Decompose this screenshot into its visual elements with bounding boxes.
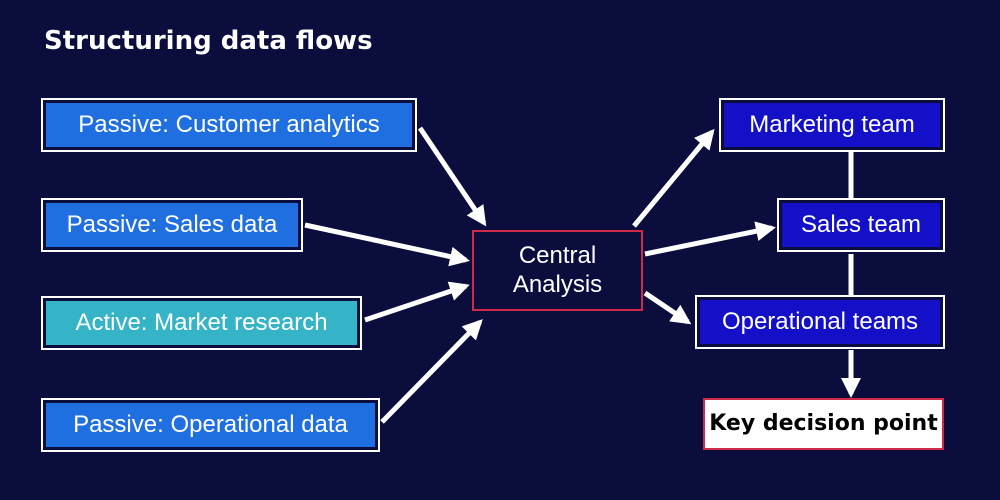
source-sales-data: Passive: Sales data (41, 198, 303, 252)
central-analysis-node: Central Analysis (472, 230, 643, 311)
key-decision-label: Key decision point (709, 410, 938, 436)
arrow-center-to-operational (643, 290, 692, 325)
team-label: Sales team (800, 210, 922, 238)
source-label: Passive: Operational data (73, 410, 348, 438)
page-title: Structuring data flows (44, 26, 373, 56)
arrow-center-to-sales (644, 221, 776, 257)
central-analysis-line2: Analysis (512, 270, 603, 298)
team-label: Operational teams (721, 307, 919, 335)
source-label: Active: Market research (75, 308, 328, 336)
team-operational: Operational teams (695, 295, 945, 349)
source-operational-data: Passive: Operational data (41, 398, 380, 452)
key-decision-point: Key decision point (703, 398, 944, 450)
arrow-operational-data-to-center (380, 319, 483, 424)
source-market-research: Active: Market research (41, 296, 362, 350)
source-label: Passive: Sales data (66, 210, 278, 238)
source-customer-analytics: Passive: Customer analytics (41, 98, 417, 152)
team-marketing: Marketing team (719, 98, 945, 152)
arrow-sales-data-to-center (304, 222, 470, 267)
arrow-center-to-marketing (632, 128, 715, 228)
central-analysis-line1: Central (518, 241, 597, 269)
arrow-customer-analytics-to-center (417, 126, 487, 227)
team-sales: Sales team (777, 198, 945, 252)
arrow-market-research-to-center (364, 281, 470, 323)
team-label: Marketing team (749, 110, 915, 138)
source-label: Passive: Customer analytics (78, 110, 380, 138)
